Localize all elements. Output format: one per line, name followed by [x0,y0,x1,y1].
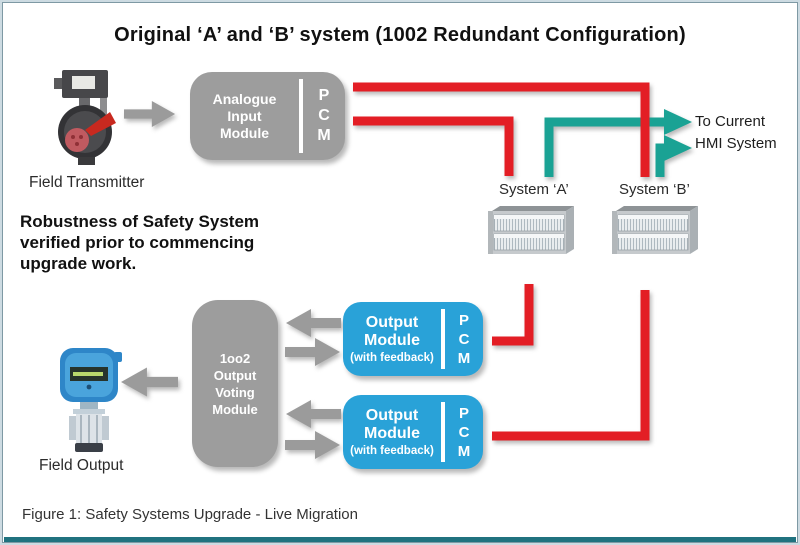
red-line-output2-to-system-b [492,290,650,441]
system-b-label: System ‘B’ [619,181,690,198]
module-divider [441,309,445,369]
bottom-bar [4,537,796,542]
arrow-right-icon [285,338,340,366]
red-line-output1-to-system-a [492,284,534,346]
red-line-input-to-system-a [353,116,514,176]
figure-caption: Figure 1: Safety Systems Upgrade - Live … [22,506,358,523]
output-module-1: Output Module (with feedback) P C M [343,302,483,376]
analogue-input-module: Analogue Input Module P C M [190,72,345,160]
voting-module: 1oo2 Output Voting Module [192,300,278,467]
pcm-column: P C M [457,311,471,367]
diagram-title: Original ‘A’ and ‘B’ system (1002 Redund… [114,24,686,46]
teal-arrowhead-2 [664,135,692,161]
system-a-rack-icon [488,206,574,254]
arrow-right-icon [124,101,176,127]
robustness-note: Robustness of Safety System verified pri… [20,212,260,273]
module-divider [299,79,303,153]
field-output-label: Field Output [39,457,124,474]
arrow-right-icon [285,431,340,459]
field-transmitter-icon [54,70,116,165]
system-a-label: System ‘A’ [499,181,569,198]
arrow-left-icon [286,309,341,337]
arrow-left-icon [121,367,178,397]
field-transmitter-label: Field Transmitter [29,174,145,191]
module-divider [441,402,445,462]
output-module-2: Output Module (with feedback) P C M [343,395,483,469]
output-module-1-label: Output Module (with feedback) [350,313,434,364]
teal-line-system-a-to-hmi [544,117,666,177]
system-b-rack-icon [612,206,698,254]
red-line-input-to-system-b [353,82,650,177]
arrow-left-icon [286,400,341,428]
pcm-column: P C M [317,87,331,144]
teal-arrowhead-1 [664,109,692,135]
hmi-label: To Current HMI System [695,113,777,152]
analogue-input-module-label: Analogue Input Module [212,90,277,141]
pcm-column: P C M [457,404,471,460]
field-output-icon [60,348,122,452]
output-module-2-label: Output Module (with feedback) [350,406,434,457]
